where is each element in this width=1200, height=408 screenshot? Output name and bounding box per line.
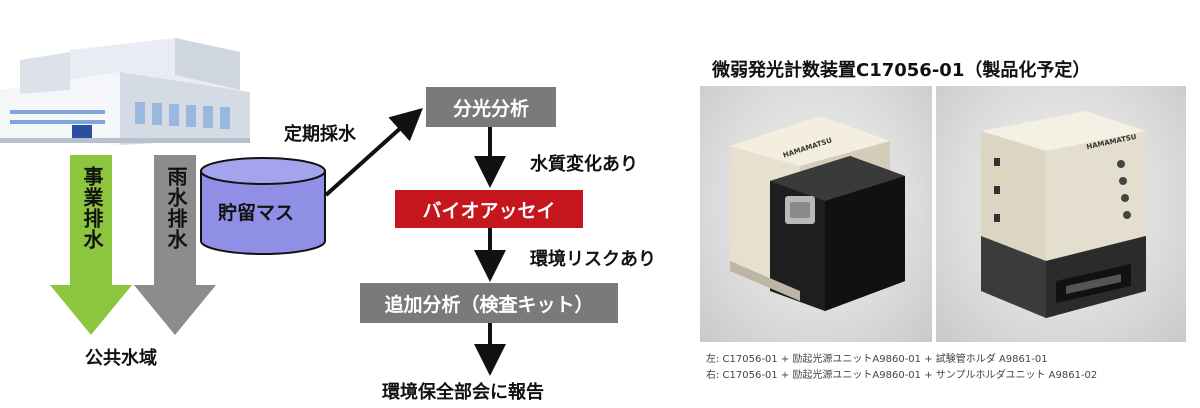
storage-mass-label: 貯留マス: [218, 202, 295, 224]
bioassay-box: バイオアッセイ: [395, 190, 583, 228]
device-left-icon: [730, 116, 905, 311]
rain-discharge-arrow: [134, 155, 216, 335]
storage-cylinder: [200, 157, 326, 255]
periodic-sampling-label: 定期採水: [284, 124, 356, 145]
device-right-icon: [981, 111, 1146, 318]
caption-left: 左: C17056-01 + 励起光源ユニットA9860-01 + 試験管ホルダ…: [706, 354, 1048, 365]
business-discharge-arrow: [50, 155, 132, 335]
product-title: 微弱発光計数装置C17056-01（製品化予定）: [712, 60, 1091, 81]
product-photo-right: HAMAMATSU: [936, 86, 1186, 342]
spectroscopic-analysis-box: 分光分析: [426, 87, 556, 127]
public-waters-label: 公共水域: [85, 348, 157, 369]
rain-discharge-label: 雨水排水: [164, 166, 188, 250]
business-discharge-label: 事業排水: [80, 166, 104, 250]
report-label: 環境保全部会に報告: [382, 382, 544, 403]
water-quality-change-label: 水質変化あり: [530, 154, 638, 175]
product-photo-left: HAMAMATSU: [700, 86, 932, 342]
environmental-risk-label: 環境リスクあり: [530, 249, 656, 270]
caption-right: 右: C17056-01 + 励起光源ユニットA9860-01 + サンプルホル…: [706, 370, 1098, 381]
additional-analysis-box: 追加分析（検査キット）: [360, 283, 618, 323]
factory-icon: [0, 38, 250, 145]
